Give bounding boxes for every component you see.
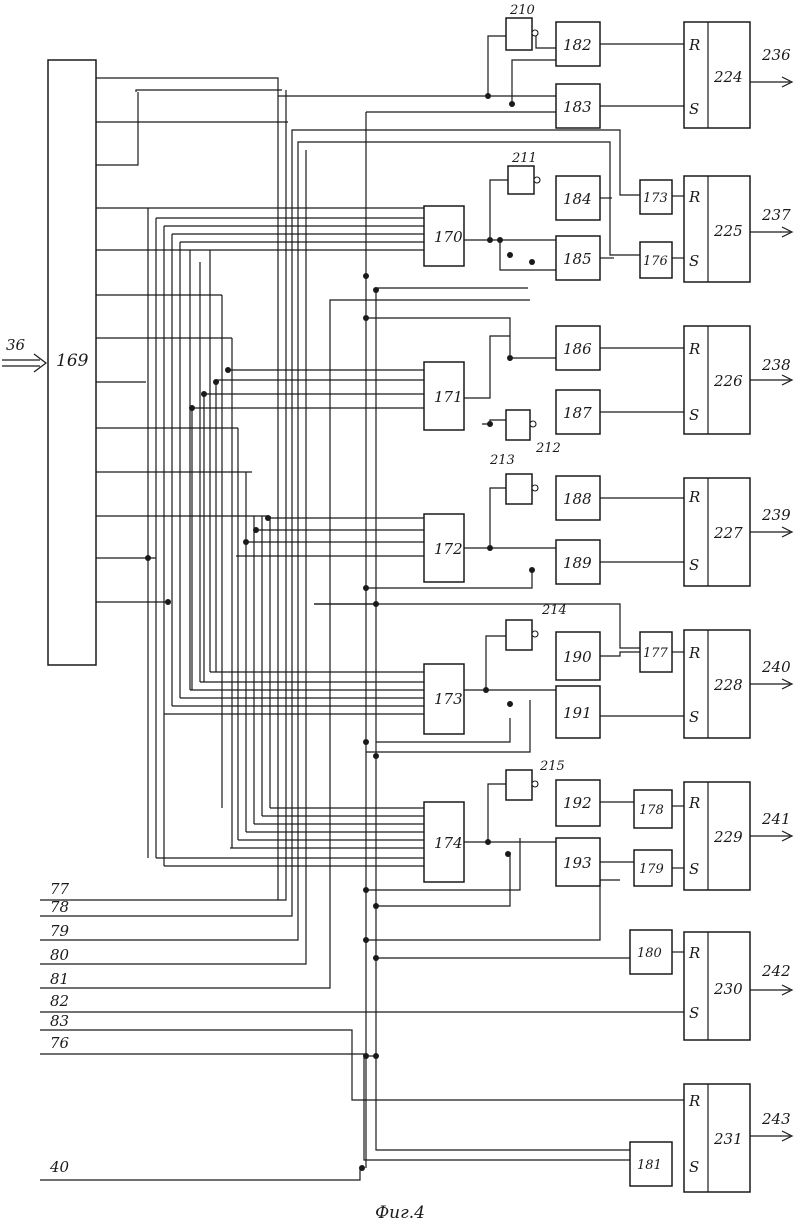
bus-input-77: 77 <box>50 880 70 898</box>
trigger-224-s: S <box>689 100 699 118</box>
inverter-214 <box>506 620 532 650</box>
block-184-label: 184 <box>563 190 592 208</box>
wiring <box>40 32 792 1180</box>
bus-input-78: 78 <box>50 898 69 916</box>
trigger-226-s: S <box>689 406 699 424</box>
trigger-226-label: 226 <box>713 372 743 390</box>
trigger-227-s: S <box>689 556 699 574</box>
inverter-213-label: 213 <box>489 453 515 468</box>
block-190-label: 190 <box>563 648 592 666</box>
trigger-230: R S 230 <box>684 932 750 1040</box>
trigger-228-label: 228 <box>713 676 743 694</box>
block-178-label: 178 <box>639 803 664 818</box>
bus-input-83: 83 <box>50 1012 69 1030</box>
inverter-212-label: 212 <box>535 441 561 456</box>
block-193-label: 193 <box>563 854 592 872</box>
output-240: 240 <box>761 658 791 676</box>
trigger-229-label: 229 <box>713 828 743 846</box>
block-189-label: 189 <box>563 554 592 572</box>
trigger-227-label: 227 <box>713 524 743 542</box>
trigger-225: R S 225 <box>684 176 750 282</box>
bus-input-81: 81 <box>50 970 69 988</box>
block-173-label: 173 <box>434 690 463 708</box>
trigger-228: R S 228 <box>684 630 750 738</box>
trigger-229-s: S <box>689 860 699 878</box>
inverter-210-label: 210 <box>509 3 535 18</box>
output-236: 236 <box>761 46 791 64</box>
output-237: 237 <box>761 206 791 224</box>
trigger-229: R S 229 <box>684 782 750 890</box>
block-171-label: 171 <box>434 388 463 406</box>
trigger-225-label: 225 <box>713 222 743 240</box>
bus-input-79: 79 <box>50 922 70 940</box>
output-243: 243 <box>761 1110 791 1128</box>
block-182-label: 182 <box>563 36 592 54</box>
inverter-215-label: 215 <box>539 759 565 774</box>
trigger-228-s: S <box>689 708 699 726</box>
block-187-label: 187 <box>563 404 592 422</box>
block-177-label: 177 <box>643 646 669 661</box>
block-186-label: 186 <box>563 340 592 358</box>
trigger-227: R S 227 <box>684 478 750 586</box>
trigger-229-r: R <box>688 794 700 812</box>
block-174-label: 174 <box>434 834 463 852</box>
trigger-231-label: 231 <box>713 1130 743 1148</box>
block-192-label: 192 <box>563 794 592 812</box>
input-arrow-36 <box>2 354 46 372</box>
block-176-label: 176 <box>643 254 668 269</box>
trigger-224-label: 224 <box>713 68 743 86</box>
inverter-211-label: 211 <box>511 151 537 166</box>
inverter-214-label: 214 <box>541 603 567 618</box>
output-242: 242 <box>761 962 791 980</box>
block-185-label: 185 <box>563 250 592 268</box>
trigger-231: R S 231 <box>684 1084 750 1192</box>
trigger-224: R S 224 <box>684 22 750 128</box>
bus-input-82: 82 <box>50 992 69 1010</box>
inverter-213 <box>506 474 532 504</box>
output-239: 239 <box>761 506 791 524</box>
block-170-label: 170 <box>434 228 463 246</box>
trigger-231-s: S <box>689 1158 699 1176</box>
trigger-230-s: S <box>689 1004 699 1022</box>
block-188-label: 188 <box>563 490 592 508</box>
inverter-212 <box>506 410 530 440</box>
trigger-227-r: R <box>688 488 700 506</box>
block-181-label: 181 <box>637 1158 662 1173</box>
block-173b-label: 173 <box>643 191 668 206</box>
trigger-226: R S 226 <box>684 326 750 434</box>
bus-input-40: 40 <box>49 1158 70 1176</box>
figure-caption: Фиг.4 <box>375 1203 425 1223</box>
trigger-226-r: R <box>688 340 700 358</box>
inverter-210 <box>506 18 532 50</box>
block-180-label: 180 <box>637 946 662 961</box>
inverter-211 <box>508 166 534 194</box>
bus-input-80: 80 <box>50 946 70 964</box>
trigger-225-s: S <box>689 252 699 270</box>
output-241: 241 <box>761 810 791 828</box>
inverter-215 <box>506 770 532 800</box>
block-172-label: 172 <box>434 540 463 558</box>
output-238: 238 <box>761 356 791 374</box>
trigger-230-label: 230 <box>713 980 743 998</box>
block-179-label: 179 <box>639 862 664 877</box>
input-label: 36 <box>6 336 26 354</box>
bus-input-76: 76 <box>50 1034 70 1052</box>
decoder-label: 169 <box>56 351 89 371</box>
trigger-230-r: R <box>688 944 700 962</box>
trigger-228-r: R <box>688 644 700 662</box>
trigger-225-r: R <box>688 188 700 206</box>
trigger-224-r: R <box>688 36 700 54</box>
trigger-231-r: R <box>688 1092 700 1110</box>
block-183-label: 183 <box>563 98 592 116</box>
block-191-label: 191 <box>563 704 592 722</box>
